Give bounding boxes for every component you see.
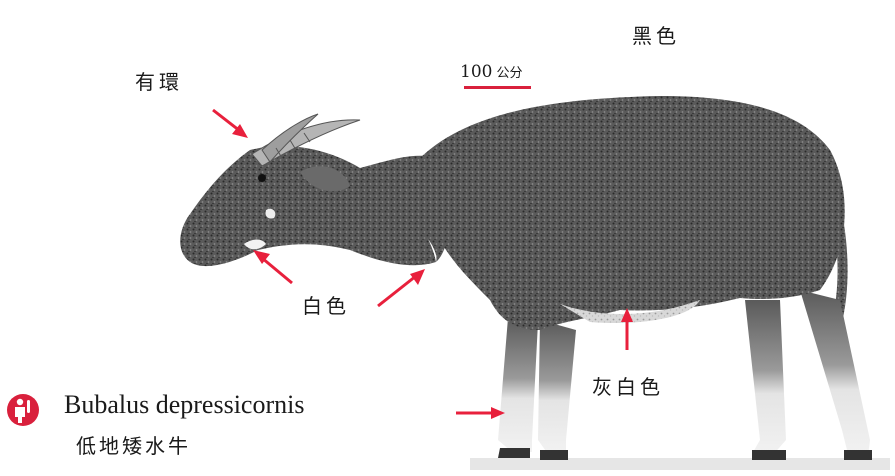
arrow-white-neck — [378, 269, 425, 306]
label-white: 白色 — [302, 290, 350, 319]
arrow-white-throat — [253, 250, 292, 283]
endangered-person-icon — [6, 393, 40, 427]
anoa-body — [420, 96, 845, 330]
scale-unit: 公分 — [496, 66, 522, 81]
label-grey-white: 灰白色 — [592, 371, 664, 400]
species-common-name: 低地矮水牛 — [76, 430, 191, 459]
scale-bar — [464, 86, 531, 89]
scale-value: 100 — [460, 62, 492, 82]
arrow-ringed-horns — [213, 110, 248, 138]
eye — [258, 174, 266, 182]
species-latin-name: Bubalus depressicornis — [64, 390, 304, 420]
label-black: 黑色 — [632, 20, 680, 49]
scale-label: 100 公分 — [460, 62, 522, 82]
ground-shadow — [470, 458, 890, 470]
label-ringed: 有環 — [135, 66, 183, 95]
arrow-white-legs — [456, 407, 505, 419]
